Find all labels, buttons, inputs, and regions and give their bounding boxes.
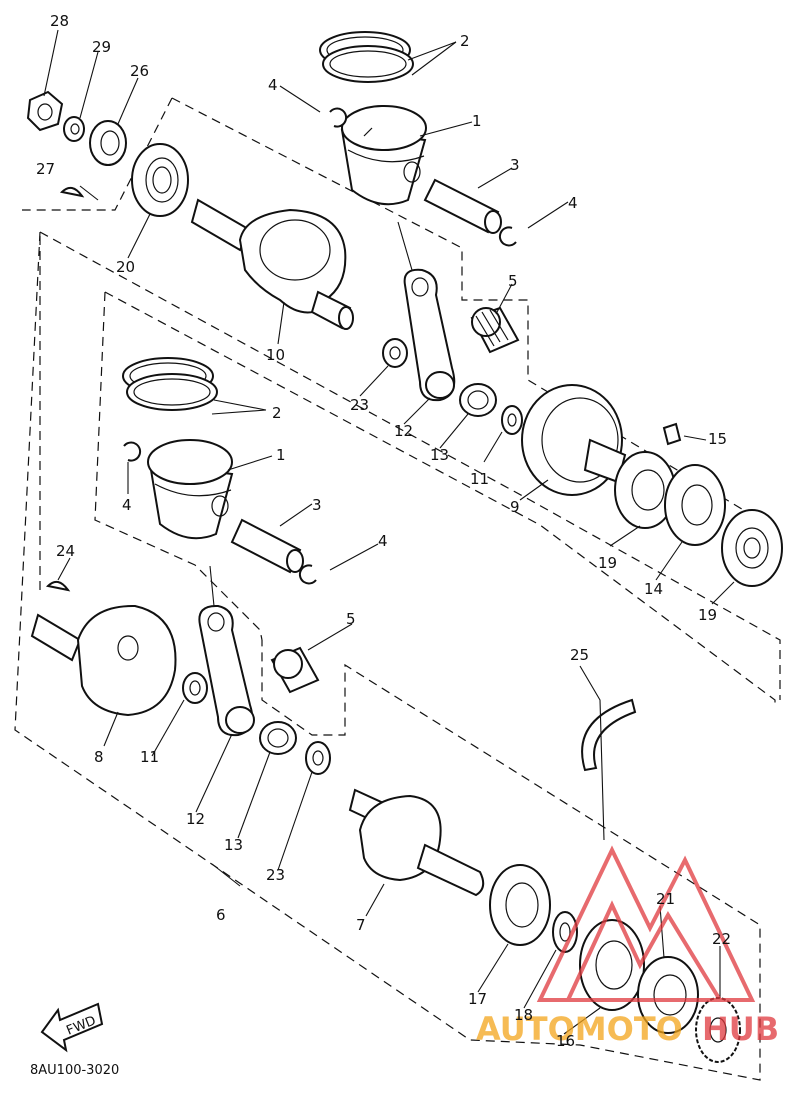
watermark-logo-mountains-icon bbox=[536, 845, 756, 1002]
callout-11-lower: 11 bbox=[140, 748, 159, 766]
callout-15: 15 bbox=[708, 430, 727, 448]
callout-4-lower-b: 4 bbox=[378, 532, 388, 550]
callout-7: 7 bbox=[356, 916, 366, 934]
piston-upper bbox=[340, 105, 427, 206]
woodruff-key-24 bbox=[45, 580, 71, 592]
callout-4-upper-b: 4 bbox=[568, 194, 578, 212]
clip-upper-1 bbox=[329, 107, 348, 128]
washer-18 bbox=[552, 911, 578, 953]
assembly-outline-inner-right bbox=[104, 291, 776, 705]
callout-labels: 2 4 1 3 4 5 28 29 26 27 20 10 23 12 13 1… bbox=[36, 12, 731, 1050]
circlip-25 bbox=[581, 698, 637, 772]
piston-lower bbox=[147, 439, 234, 540]
callout-19-b: 19 bbox=[698, 606, 717, 624]
fwd-arrow-icon: FWD bbox=[40, 1002, 104, 1053]
connecting-rod-upper bbox=[403, 268, 456, 402]
callout-6: 6 bbox=[216, 906, 226, 924]
callout-13-lower: 13 bbox=[224, 836, 243, 854]
callout-27: 27 bbox=[36, 160, 55, 178]
crank-half-8 bbox=[30, 604, 177, 717]
piston-rings-lower bbox=[122, 357, 218, 411]
callout-23-lower: 23 bbox=[266, 866, 285, 884]
callout-2-upper: 2 bbox=[460, 32, 470, 50]
callout-16: 16 bbox=[556, 1032, 575, 1050]
leader-lines bbox=[43, 29, 735, 1035]
washer-upper bbox=[501, 405, 523, 435]
clip-upper-2 bbox=[498, 226, 517, 247]
piston-pin-upper bbox=[423, 178, 502, 234]
automotohub-watermark: AUTOMOTO HUB bbox=[476, 845, 779, 1048]
assembly-outline-upper-left bbox=[22, 97, 173, 211]
clip-lower-2 bbox=[298, 564, 317, 585]
piston-rings-upper bbox=[319, 31, 414, 83]
callout-23-upper: 23 bbox=[350, 396, 369, 414]
assembly-outline-inner bbox=[94, 291, 263, 641]
callout-11-upper: 11 bbox=[470, 470, 489, 488]
washer-11-lower bbox=[182, 672, 208, 704]
crank-half-9 bbox=[521, 384, 627, 496]
washer-29 bbox=[63, 116, 85, 142]
oil-seal-21 bbox=[637, 956, 699, 1034]
diagram-code: 8AU100-3020 bbox=[30, 1063, 119, 1078]
callout-5-lower: 5 bbox=[346, 610, 356, 628]
washer-23-upper bbox=[382, 338, 408, 368]
clip-lower-1 bbox=[123, 441, 142, 462]
callout-4-lower-a: 4 bbox=[122, 496, 132, 514]
callout-21: 21 bbox=[656, 890, 675, 908]
callout-14: 14 bbox=[644, 580, 663, 598]
callout-4-upper-a: 4 bbox=[268, 76, 278, 94]
big-end-bearing-upper bbox=[459, 383, 497, 417]
callout-3-lower: 3 bbox=[312, 496, 322, 514]
oil-seal-26 bbox=[89, 120, 127, 166]
nut-28 bbox=[26, 90, 64, 132]
bearing-14 bbox=[664, 464, 726, 546]
callout-24: 24 bbox=[56, 542, 75, 560]
big-end-bearing-lower bbox=[259, 721, 297, 755]
callout-29: 29 bbox=[92, 38, 111, 56]
bearing-16 bbox=[579, 919, 645, 1011]
callout-9: 9 bbox=[510, 498, 520, 516]
callout-25: 25 bbox=[570, 646, 589, 664]
needle-bearing-upper bbox=[470, 306, 520, 354]
callout-5-upper: 5 bbox=[508, 272, 518, 290]
arrow-27 bbox=[79, 185, 99, 201]
connecting-rod-lower bbox=[198, 604, 255, 737]
watermark-text-right: HUB bbox=[702, 1010, 779, 1048]
bearing-17 bbox=[489, 864, 551, 946]
callout-13-upper: 13 bbox=[430, 446, 449, 464]
callout-12-upper: 12 bbox=[394, 422, 413, 440]
callout-12-lower: 12 bbox=[186, 810, 205, 828]
woodruff-key-27 bbox=[59, 186, 85, 198]
bearing-20 bbox=[131, 143, 189, 217]
callout-8: 8 bbox=[94, 748, 104, 766]
piston-pin-lower bbox=[230, 518, 304, 574]
callout-2-lower: 2 bbox=[272, 404, 282, 422]
callout-1-upper: 1 bbox=[472, 112, 482, 130]
watermark-text-left: AUTOMOTO bbox=[476, 1010, 683, 1048]
needle-bearing-lower bbox=[270, 646, 320, 694]
crank-half-upper bbox=[190, 198, 354, 330]
callout-20: 20 bbox=[116, 258, 135, 276]
assembly-outline-middle-right bbox=[39, 231, 781, 700]
bearing-19-b bbox=[721, 509, 783, 587]
callout-17: 17 bbox=[468, 990, 487, 1008]
callout-19-a: 19 bbox=[598, 554, 617, 572]
callout-26: 26 bbox=[130, 62, 149, 80]
callout-10: 10 bbox=[266, 346, 285, 364]
crank-half-7 bbox=[348, 788, 485, 897]
washer-23-lower bbox=[305, 741, 331, 775]
callout-1-lower: 1 bbox=[276, 446, 286, 464]
callout-18: 18 bbox=[514, 1006, 533, 1024]
callout-3-upper: 3 bbox=[510, 156, 520, 174]
pin-15 bbox=[662, 422, 682, 446]
callout-28: 28 bbox=[50, 12, 69, 30]
callout-22: 22 bbox=[712, 930, 731, 948]
